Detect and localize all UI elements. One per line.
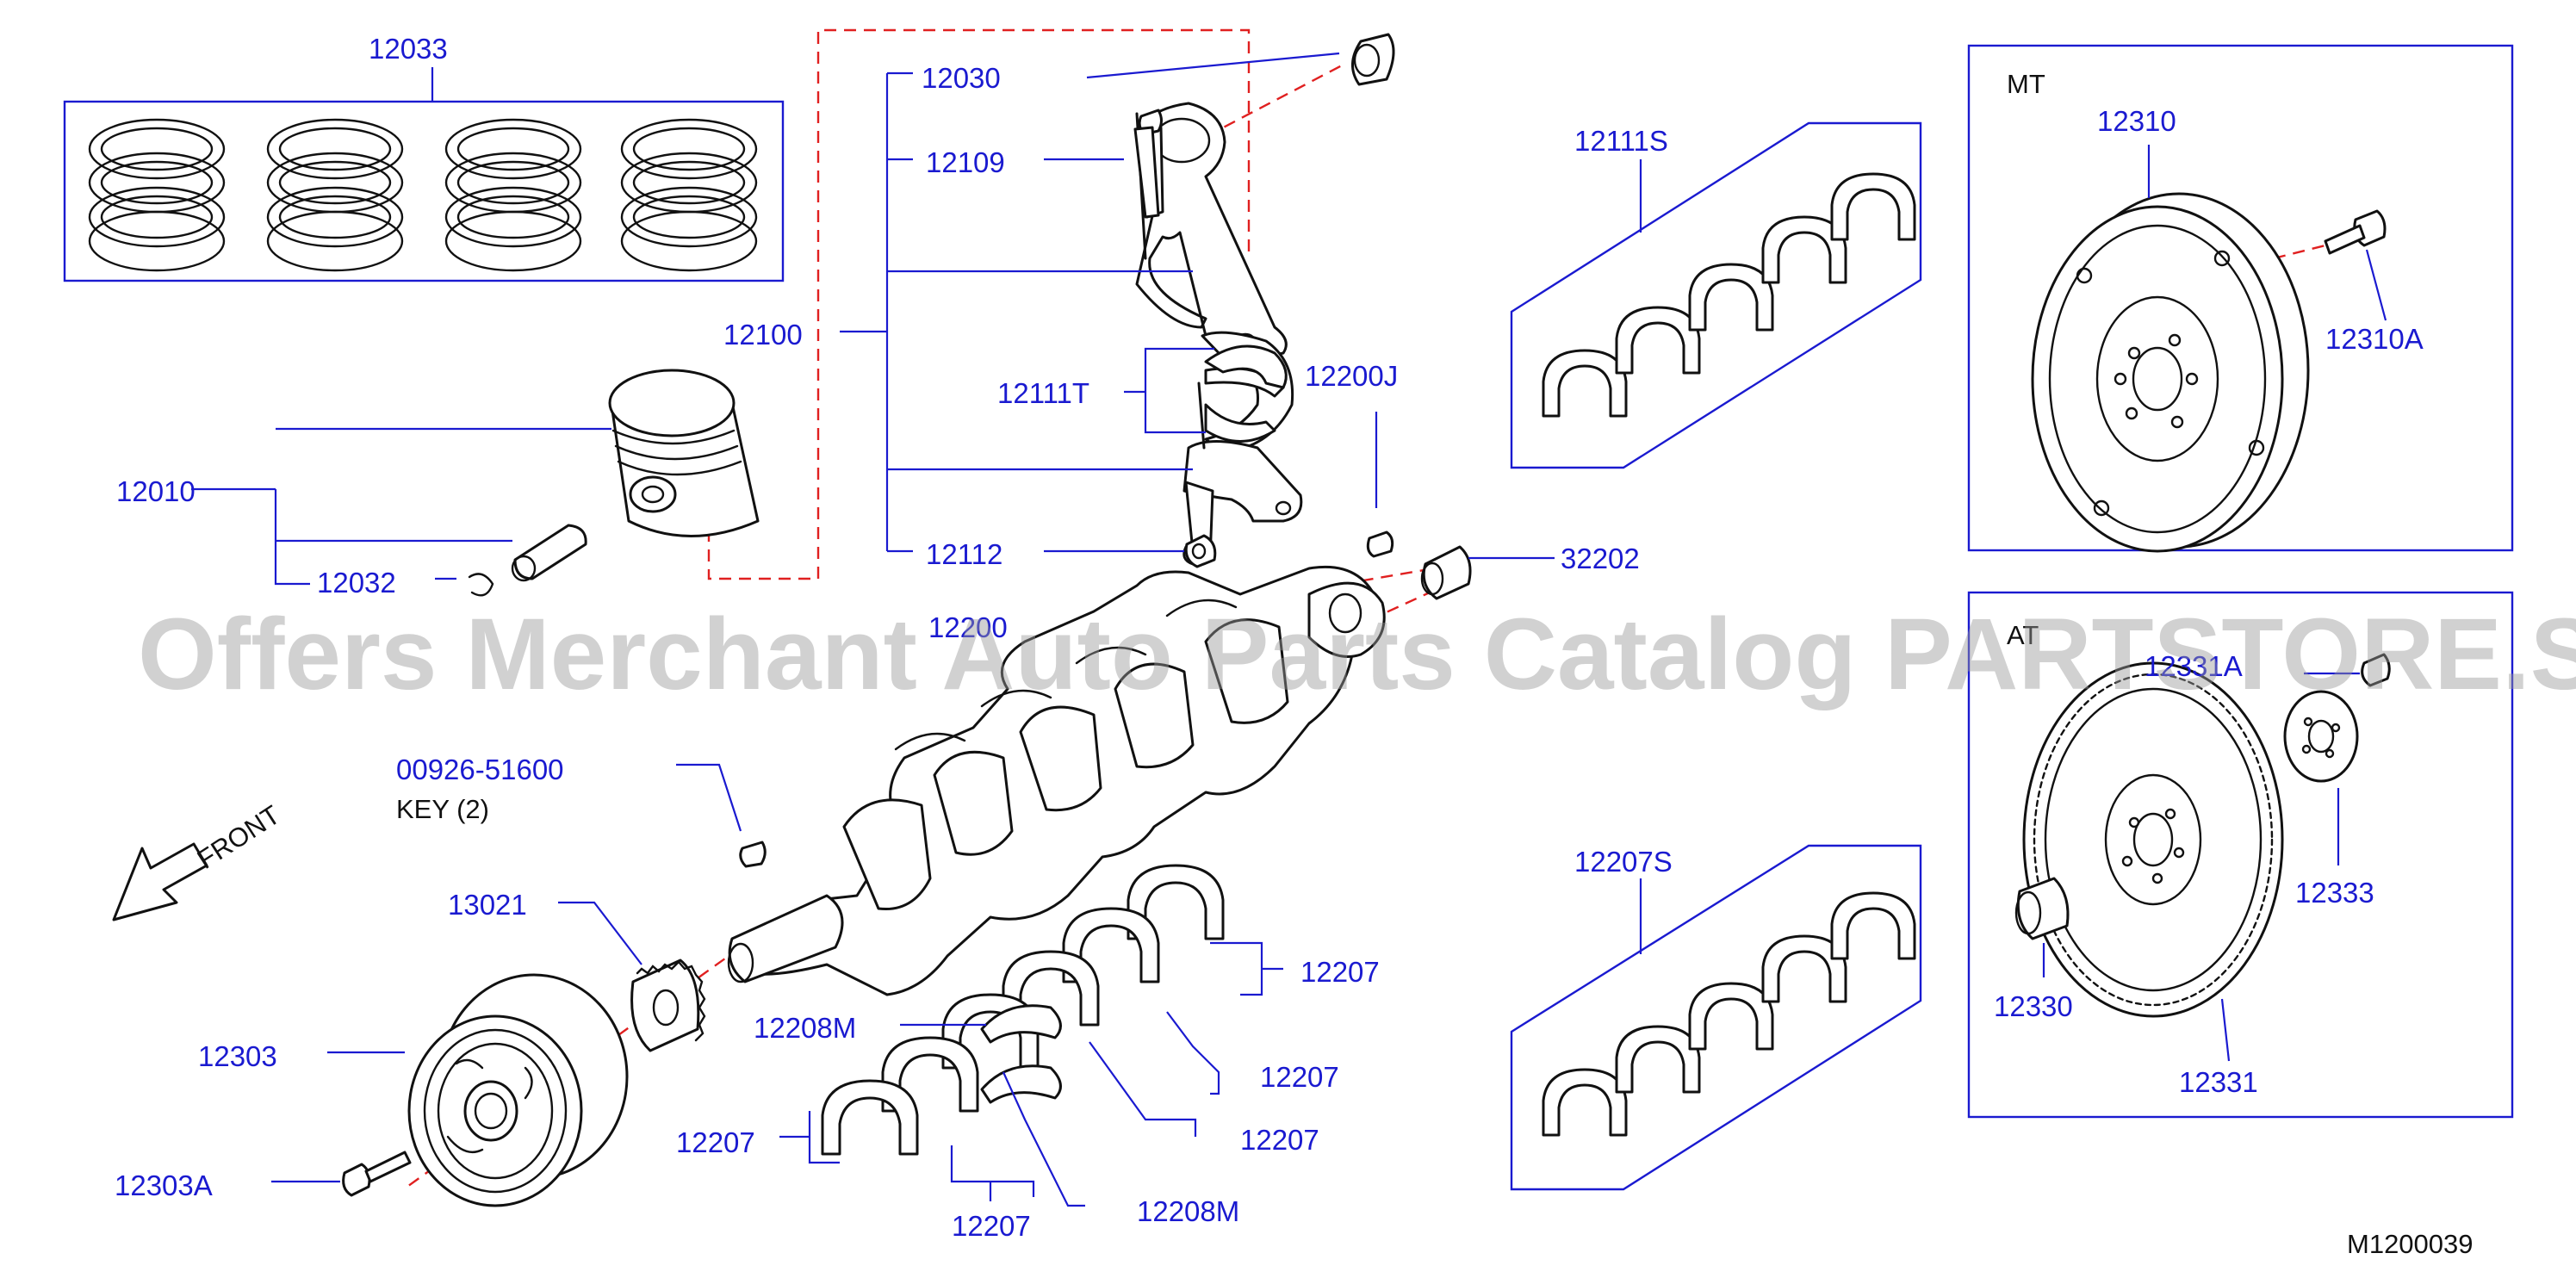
upper-main-bearing-shells [1542, 172, 1916, 418]
mt-flywheel [2031, 192, 2310, 553]
label-12200[interactable]: 12200 [928, 611, 1008, 643]
crank-pulley [407, 973, 629, 1207]
crankshaft [727, 565, 1386, 996]
label-12303[interactable]: 12303 [198, 1040, 277, 1072]
label-at: AT [2007, 620, 2039, 650]
label-12331A[interactable]: 12331A [2145, 650, 2243, 682]
lower-main-bearing-shells [1542, 891, 1916, 1137]
crank-pulley-bolt [342, 1151, 412, 1197]
dowel-pin [1366, 530, 1394, 558]
drive-plate-spacer [2014, 877, 2070, 940]
part-labels: 12033 12030 12109 12100 12111T 12200J 12… [115, 33, 2474, 1259]
label-12333[interactable]: 12333 [2295, 877, 2374, 909]
label-12310A[interactable]: 12310A [2325, 323, 2424, 355]
main-bearing-upper-frame [1510, 121, 1922, 469]
label-12200J[interactable]: 12200J [1305, 360, 1398, 392]
flywheel-bolt [2324, 209, 2387, 255]
conrod-bolt [1133, 126, 1160, 219]
label-12207-b[interactable]: 12207 [1260, 1061, 1339, 1093]
label-12303A[interactable]: 12303A [115, 1169, 213, 1201]
label-12112[interactable]: 12112 [926, 538, 1002, 570]
label-12330[interactable]: 12330 [1994, 990, 2073, 1022]
label-12111T[interactable]: 12111T [997, 377, 1089, 409]
label-12207-d[interactable]: 12207 [676, 1126, 755, 1158]
leader-lines [191, 52, 2387, 1207]
connecting-rod-assembly [1135, 33, 1395, 566]
label-front: FRONT [192, 799, 286, 875]
drive-plate-reinforcement [2283, 690, 2359, 783]
label-12100[interactable]: 12100 [723, 319, 803, 351]
label-12033[interactable]: 12033 [369, 33, 448, 65]
at-drive-plate-frame [1967, 591, 2514, 1119]
label-32202[interactable]: 32202 [1561, 543, 1640, 574]
label-12331[interactable]: 12331 [2179, 1066, 2258, 1098]
crank-sprocket [630, 958, 706, 1052]
label-12207S[interactable]: 12207S [1574, 846, 1673, 878]
label-12030[interactable]: 12030 [922, 62, 1001, 94]
drive-plate-bolt [2361, 653, 2391, 687]
label-12109[interactable]: 12109 [926, 146, 1005, 178]
label-12032[interactable]: 12032 [317, 567, 396, 599]
label-12208M-lower[interactable]: 12208M [1137, 1195, 1239, 1227]
front-arrow-icon [112, 842, 208, 921]
label-12310[interactable]: 12310 [2097, 105, 2176, 137]
at-drive-plate [2022, 661, 2284, 1018]
conrod-nut [1184, 534, 1217, 568]
watermark: Offers Merchant Auto Parts Catalog PARTS… [138, 598, 2576, 711]
pilot-bushing [1420, 545, 1472, 600]
woodruff-key [739, 841, 767, 868]
label-12111S[interactable]: 12111S [1574, 125, 1668, 157]
piston-assembly [468, 369, 760, 597]
label-12207-e[interactable]: 12207 [952, 1210, 1031, 1242]
piston-ring-sets [88, 118, 758, 272]
label-12010[interactable]: 12010 [116, 475, 196, 507]
diagram-id: M1200039 [2347, 1229, 2474, 1259]
label-key: KEY (2) [396, 794, 489, 824]
label-12207-a[interactable]: 12207 [1300, 956, 1380, 988]
label-00926-51600[interactable]: 00926-51600 [396, 754, 564, 785]
label-12207-c[interactable]: 12207 [1240, 1124, 1319, 1156]
thrust-washers [980, 1004, 1062, 1104]
mt-flywheel-frame [1967, 44, 2514, 552]
piston-ring-set-frame [63, 100, 785, 282]
label-mt: MT [2007, 69, 2045, 99]
label-13021[interactable]: 13021 [448, 889, 527, 921]
main-bearing-lower-frame [1510, 844, 1922, 1191]
conrod-bearing-shells [1204, 344, 1288, 443]
main-bearing-shells-loose [821, 864, 1225, 1156]
label-12208M-upper[interactable]: 12208M [754, 1012, 856, 1044]
